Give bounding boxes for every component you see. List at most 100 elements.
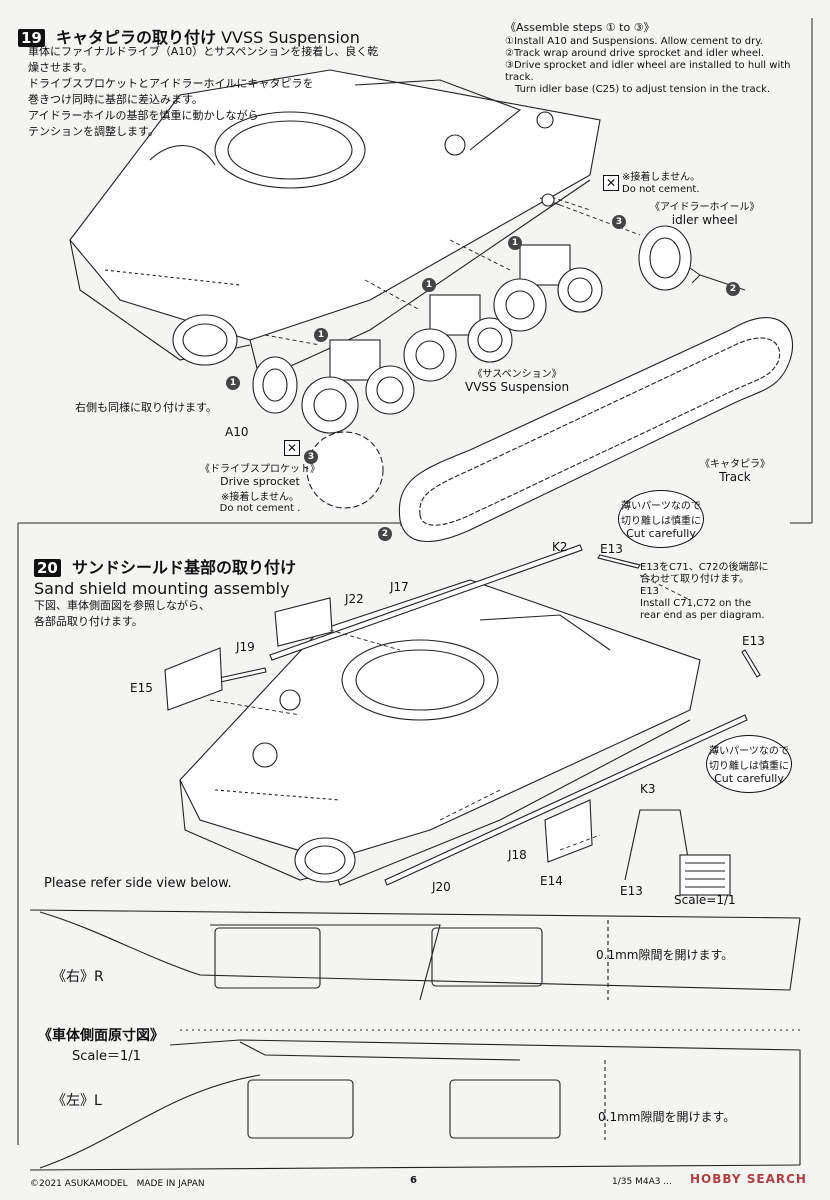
scale-small-label: Scale=1/1 [674,893,736,907]
step-marker-2: 2 [378,527,392,541]
e13-note-en: Install C71,C72 on the [640,598,752,609]
idler-wheel-drawing [539,193,692,291]
idler-wheel-en: idler wheel [671,213,738,227]
footer-page-number: 6 [410,1175,417,1186]
step19-desc-line: ドライブスプロケットとアイドラーホイルにキャタピラを [28,77,314,90]
suspension-en: VVSS Suspension [465,380,570,394]
part-e13-label: E13 [620,884,643,898]
e13-note-en: E13 [640,586,660,597]
step19-number: 19 [18,29,45,47]
cut-carefully-callout: 薄いパーツなので 切り離しは慎重に Cut carefully [618,490,704,548]
drive-sprocket-label: 《ドライブスプロケット》 Drive sprocket ※接着しません。 Do … [200,460,320,514]
footer-product: 1/35 M4A3 ... [612,1177,672,1187]
no-cement-note-top: ※接着しません。 Do not cement. [622,172,700,196]
part-e15-label: E15 [130,681,153,695]
same-right-note: 右側も同様に取り付けます。 [75,401,217,414]
callout-jp: 切り離しは慎重に [621,516,701,527]
side-view-left [29,1039,801,1171]
suspension-label: 《サスペンション》 VVSS Suspension [465,365,569,394]
side-view-left-label: 《左》L [52,1093,102,1109]
hull-step20 [179,579,701,886]
step-marker-1: 1 [226,376,240,390]
e13-note-en: rear end as per diagram. [640,610,765,621]
part-j22-label: J22 [345,592,364,606]
part-e14-label: E14 [540,874,563,888]
step20-number: 20 [34,559,61,577]
step-marker-1: 1 [508,236,522,250]
callout-en: Cut carefully [626,527,696,540]
no-cement-en: Do not cement. [622,184,700,195]
no-cement-icon: ✕ [284,440,300,456]
sprocket-jp: 《ドライブスプロケット》 [200,464,320,475]
idler-wheel-label: 《アイドラーホイール》 idler wheel [650,198,760,227]
part-j18-label: J18 [508,848,527,862]
part-e13-label: E13 [600,542,623,556]
step20-title-jp: サンドシールド基部の取り付け [71,558,296,577]
callout-en: Cut carefully [714,772,784,785]
assemble-steps: 《Assemble steps ① to ③》 ①Install A10 and… [505,22,805,96]
assemble-step: ①Install A10 and Suspensions. Allow ceme… [505,36,763,47]
e13-note-jp: 合わせて取り付けます。 [640,574,749,585]
callout-jp: 切り離しは慎重に [709,761,789,772]
part-a10-label: A10 [225,425,249,439]
no-cement-jp: ※接着しません。 [622,172,701,183]
part-k2-label: K2 [552,540,568,554]
step20-desc-line: 各部品取り付けます。 [34,615,143,628]
part-e13-label: E13 [742,634,765,648]
footer-copyright: ©2021 ASUKAMODEL MADE IN JAPAN [30,1179,205,1189]
final-drive-a10 [252,356,298,414]
step20-desc-line: 下図、車体側面図を参照しながら、 [34,599,210,612]
part-j19-label: J19 [236,640,255,654]
step19-title-en: VVSS Suspension [221,28,360,47]
sand-shield-rails [209,544,761,886]
step-marker-2: 2 [726,282,740,296]
step-marker-1: 1 [314,328,328,342]
side-view-title: 《車体側面原寸図》 [38,1028,164,1044]
track-en: Track [719,470,751,484]
track-label: 《キャタピラ》 Track [700,455,770,484]
side-view-right-label: 《右》R [52,969,104,985]
assemble-step: Turn idler base (C25) to adjust tension … [505,84,771,95]
step-marker-3: 3 [612,215,626,229]
gap-note-bottom: 0.1mm隙間を開けます。 [598,1110,736,1124]
step20-heading: 20 サンドシールド基部の取り付け [34,554,296,578]
vvss-suspension-units [301,244,603,434]
assemble-steps-header: 《Assemble steps ① to ③》 [505,21,655,34]
track-drawing [398,317,794,543]
part-j20-label: J20 [432,880,451,894]
suspension-jp: 《サスペンション》 [472,369,562,380]
callout-jp: 薄いパーツなので [709,746,789,757]
step19-heading: 19 キャタピラの取り付け VVSS Suspension [18,24,360,48]
no-cement-en: Do not cement . [219,503,301,514]
panel-parts [164,597,593,863]
step19-description: 車体にファイナルドライブ（A10）とサスペンションを接着し、良く乾燥させます。 … [28,44,388,140]
no-cement-icon: ✕ [603,175,619,191]
step19-title-jp: キャタピラの取り付け [55,28,216,47]
step20-description: 下図、車体側面図を参照しながら、 各部品取り付けます。 [34,598,210,630]
no-cement-jp: ※接着しません。 [220,492,300,503]
cut-carefully-callout: 薄いパーツなので 切り離しは慎重に Cut carefully [706,735,792,793]
callout-jp: 薄いパーツなので [621,501,701,512]
drive-sprocket-drawing [306,431,384,509]
track-jp: 《キャタピラ》 [700,459,770,470]
assemble-step: ②Track wrap around drive sprocket and id… [505,48,764,59]
assemble-step: ③Drive sprocket and idler wheel are inst… [505,60,791,83]
step20-title-en: Sand shield mounting assembly [34,579,290,598]
step19-desc-line: 巻きつけ同時に基部に差込みます。 [28,93,203,106]
step19-desc-line: アイドラーホイルの基部を慎重に動かしながら [28,109,259,122]
hobby-search-watermark: HOBBY SEARCH [690,1172,807,1186]
e13-note: E13をC71、C72の後端部に 合わせて取り付けます。 E13 Install… [640,562,768,622]
e13-detail [624,809,731,896]
refer-side-view-text: Please refer side view below. [44,876,232,891]
step-marker-1: 1 [422,278,436,292]
hull-step19 [69,69,601,381]
side-view-right [29,909,801,1001]
step19-desc-line: 車体にファイナルドライブ（A10）とサスペンションを接着し、良く乾燥させます。 [28,45,379,74]
step19-desc-line: テンションを調整します。 [28,125,159,138]
sprocket-en: Drive sprocket [220,475,300,488]
gap-note-top: 0.1mm隙間を開けます。 [596,948,734,962]
side-view-scale: Scale＝1/1 [72,1049,141,1064]
idler-wheel-jp: 《アイドラーホイール》 [650,202,760,213]
e13-note-jp: E13をC71、C72の後端部に [640,562,769,573]
